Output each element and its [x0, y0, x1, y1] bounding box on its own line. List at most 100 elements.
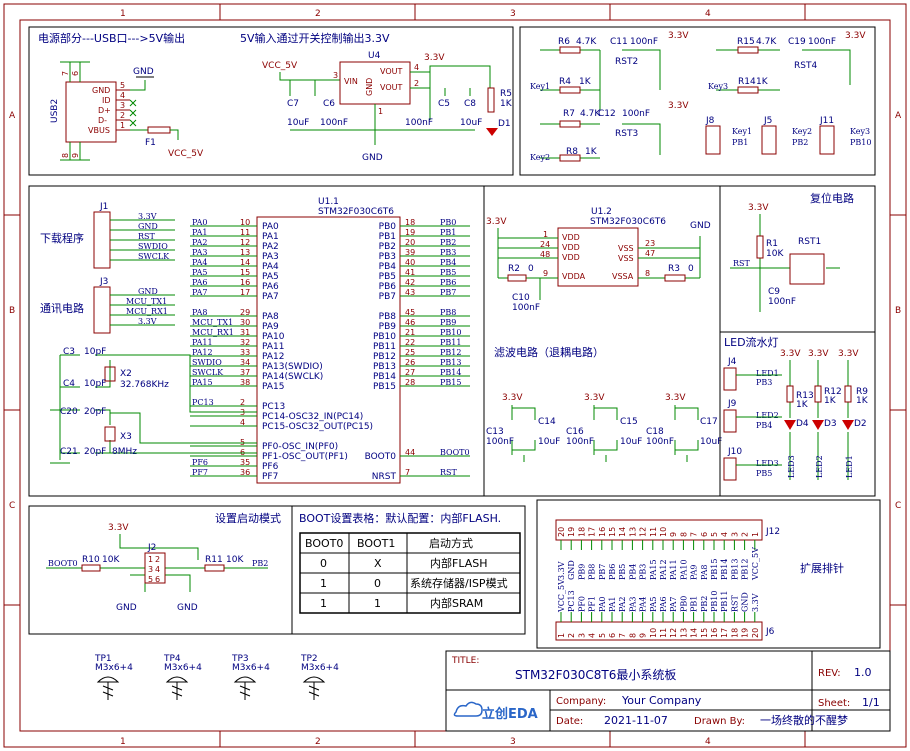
mcu-pin-name: PA2	[262, 242, 279, 252]
mcu2-rpin: VSS	[618, 244, 634, 253]
key-conn-ref: J8	[705, 116, 715, 126]
r3-val: 0	[688, 264, 694, 274]
r5-ref: R5	[500, 89, 512, 99]
r3-ref: R3	[668, 264, 680, 274]
key-conn-a: Key1	[732, 127, 752, 136]
header-top-net: PB8	[588, 564, 597, 580]
ldo-pin-num: 2	[414, 79, 419, 88]
mcu-pin-net: PB1	[440, 228, 456, 237]
mcu2-vcc: 3.3V	[486, 217, 507, 227]
header-top-net: 3.3V	[557, 561, 566, 580]
usb-gnd-label: GND	[133, 67, 154, 77]
key-vcc: 3.3V	[668, 31, 689, 41]
mcu-pin-num: 18	[405, 218, 415, 227]
title-label: TITLE:	[451, 656, 479, 666]
mcu-pin-net: PB13	[440, 358, 461, 367]
mcu-pin-num: 16	[240, 278, 250, 287]
header-bot-net: PA0	[598, 596, 607, 612]
led-section-box	[719, 331, 876, 497]
mcu-pin-name: PA9	[262, 322, 279, 332]
mcu-pin-net: PA4	[192, 258, 208, 267]
header-bot-net: PA6	[659, 596, 668, 612]
fuse-ref: F1	[145, 138, 156, 148]
filter-vcc: 3.3V	[584, 393, 605, 403]
key-r-bot: R4	[559, 77, 571, 87]
header-bot-num: 19	[741, 628, 750, 638]
header-top-ref: J12	[765, 527, 780, 537]
tp-ref: TP2	[300, 654, 318, 664]
boot-table-cell: 内部FLASH	[430, 556, 488, 570]
boot-r10: R10	[82, 555, 100, 565]
filter-cap-val: 100nF	[486, 437, 514, 447]
mcu-pin-num: 14	[240, 258, 250, 267]
mcu-pin-net: PA0	[192, 218, 208, 227]
mcu-pin-num: 2	[240, 398, 245, 407]
led-conn-b: PB3	[756, 378, 772, 387]
filter-vcc: 3.3V	[502, 393, 523, 403]
row-label: C	[895, 501, 901, 511]
boot-table-cell: 0	[320, 557, 327, 570]
boot-gnd: GND	[177, 603, 198, 613]
header-bot-pins: 1VCC_5V2PC133PF04PF15PA06PA17PA28PA39PA4…	[557, 579, 760, 638]
mcu-pin-net: BOOT0	[440, 448, 470, 457]
led-title: LED流水灯	[724, 335, 779, 349]
mcu-pin-num: 4	[240, 418, 245, 427]
key-r-bot-val: 1K	[756, 77, 769, 87]
column-markers: 1 2 3 4 1 2 3 4	[120, 4, 806, 747]
header-top-num: 3	[730, 532, 739, 537]
header-bot-ref: J6	[765, 627, 775, 637]
header-top-net: PA11	[669, 559, 678, 580]
mcu-pin-num: 42	[405, 278, 415, 287]
usb-shield-pin: 9	[71, 153, 80, 158]
header-bot-net: 3.3V	[751, 593, 760, 612]
j3-pin: 3.3V	[138, 317, 157, 326]
j3-connector: J3 GND MCU_TX1 MCU_RX1 3.3V	[93, 277, 175, 334]
led-conn-a: LED1	[756, 369, 779, 378]
mcu2-pin: VDDA	[562, 272, 586, 281]
logo-text: 立创EDA	[482, 706, 538, 722]
col-label: 4	[705, 9, 711, 19]
header-top-net: PB15	[710, 559, 719, 580]
crystal-c2: C21	[60, 447, 78, 457]
boot-table-cell: 1	[374, 597, 381, 610]
mcu-pin-net: PA3	[192, 248, 208, 257]
mcu-pin-name: PB10	[373, 332, 396, 342]
header-top-num: 10	[659, 527, 668, 537]
header-bot-net: PA1	[608, 596, 617, 612]
header-bot-net: PA5	[649, 596, 658, 612]
header-bot-net: PB11	[720, 591, 729, 612]
mcu-pin-name: PA0	[262, 222, 279, 232]
header-bot-num: 17	[720, 628, 729, 638]
key-cap-val: 100nF	[630, 37, 658, 47]
mcu-pin-num: 41	[405, 268, 415, 277]
c10-val: 100nF	[512, 303, 540, 313]
mcu-pin-net: PA12	[192, 348, 213, 357]
filter-vcc: 3.3V	[665, 393, 686, 403]
reset-vcc: 3.3V	[748, 203, 769, 213]
header-top-num: 13	[628, 527, 637, 537]
reset-circuit: 3.3V R1 10K RST1 C9 100nF RST	[730, 203, 840, 312]
key-cap: C11	[610, 37, 628, 47]
boot-table-title: BOOT设置表格：默认配置：内部FLASH.	[299, 511, 501, 525]
mcu-pin-net: PB5	[440, 268, 456, 277]
reset-cap: C9	[768, 287, 780, 297]
header-bot-num: 4	[588, 633, 597, 638]
ldo-ref: U4	[368, 51, 381, 61]
mcu-pin-num: 45	[405, 308, 415, 317]
mcu-pin-num: 36	[240, 468, 250, 477]
header-top-net: PA15	[649, 559, 658, 580]
mcu-pin-name: PB1	[379, 232, 396, 242]
mcu-pin-net: PB2	[440, 238, 456, 247]
tp-val: M3x6+4	[232, 663, 270, 673]
mcu-pin-num: 7	[405, 468, 410, 477]
ldo-pin-num: 4	[414, 63, 419, 72]
mcu2-rpin: VSS	[618, 254, 634, 263]
row-label: C	[9, 501, 15, 511]
boot-net1: PB2	[252, 559, 268, 568]
crystal-ref: X3	[120, 432, 132, 442]
mcu-pin-name: PB4	[379, 262, 397, 272]
power-section-title: 电源部分---USB口--->5V输出	[38, 31, 185, 45]
header-bot-num: 7	[618, 633, 627, 638]
